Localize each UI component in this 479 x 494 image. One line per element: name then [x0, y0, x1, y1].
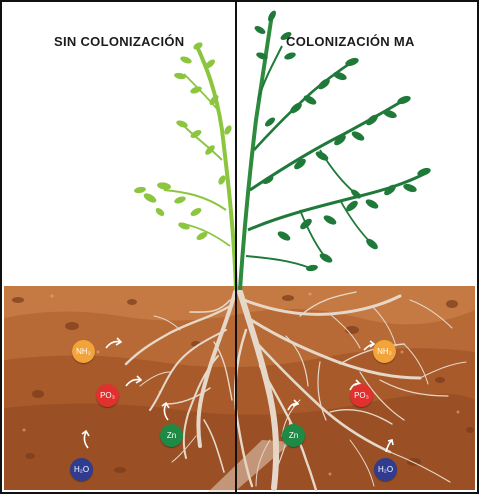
nutrient-label: PO₃ [354, 392, 369, 400]
nutrient-label: PO₃ [100, 392, 115, 400]
nutrient-h2o-left: H₂O [70, 458, 93, 481]
label-sin-colonizacion: SIN COLONIZACIÓN [54, 34, 184, 49]
nutrient-label: Zn [289, 432, 298, 440]
nutrient-label: H₂O [74, 466, 89, 474]
nutrient-label: Zn [167, 432, 176, 440]
nutrient-label: NH₂ [377, 348, 392, 356]
nutrient-zn-right: Zn [282, 424, 305, 447]
nutrient-label: NH₂ [76, 348, 91, 356]
label-colonizacion-ma: COLONIZACIÓN MA [286, 34, 415, 49]
nutrient-nh2-left: NH₂ [72, 340, 95, 363]
nutrient-po3-left: PO₃ [96, 384, 119, 407]
nutrient-po3-right: PO₃ [350, 384, 373, 407]
nutrient-label: H₂O [378, 466, 393, 474]
nutrient-nh2-right: NH₂ [373, 340, 396, 363]
nutrient-h2o-right: H₂O [374, 458, 397, 481]
nutrient-zn-left: Zn [160, 424, 183, 447]
